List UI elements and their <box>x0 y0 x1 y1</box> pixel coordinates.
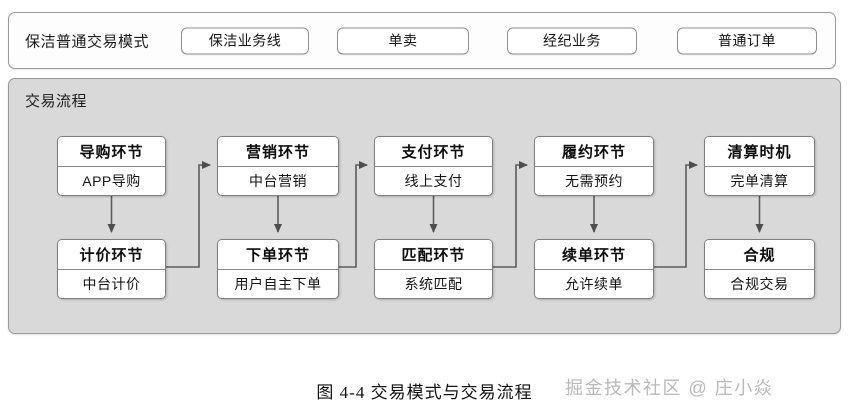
flow-node-payment[interactable]: 支付环节线上支付 <box>374 136 493 196</box>
flow-node-marketing-detail: 中台营销 <box>218 167 338 195</box>
flow-panel-title: 交易流程 <box>25 93 88 110</box>
flow-node-pricing[interactable]: 计价环节中台计价 <box>57 239 166 299</box>
flow-node-fulfilment-title: 履约环节 <box>535 137 653 167</box>
connector-matching-to-fulfilment <box>493 161 528 268</box>
mode-chip-broker-biz[interactable]: 经纪业务 <box>507 27 637 54</box>
flow-node-compliance-detail: 合规交易 <box>705 270 814 298</box>
flow-node-payment-title: 支付环节 <box>375 137 492 167</box>
flow-node-renewal-title: 续单环节 <box>535 240 653 270</box>
flow-node-payment-detail: 线上支付 <box>375 167 492 195</box>
connector-placement-to-payment <box>339 161 368 268</box>
flow-node-marketing[interactable]: 营销环节中台营销 <box>217 136 339 196</box>
figure-caption: 图 4-4 交易模式与交易流程 <box>316 383 533 402</box>
flow-node-pricing-detail: 中台计价 <box>58 270 165 298</box>
connector-renewal-to-settlement <box>654 161 698 268</box>
flow-node-settlement-detail: 完单清算 <box>705 167 814 195</box>
flow-node-matching-detail: 系统匹配 <box>375 270 492 298</box>
flow-node-settlement[interactable]: 清算时机完单清算 <box>704 136 815 196</box>
flow-node-matching[interactable]: 匹配环节系统匹配 <box>374 239 493 299</box>
mode-chip-order-type[interactable]: 普通订单 <box>677 27 817 54</box>
flow-node-placement[interactable]: 下单环节用户自主下单 <box>217 239 339 299</box>
watermark-text: 掘金技术社区 @ 庄小焱 <box>565 378 774 398</box>
flow-node-pricing-title: 计价环节 <box>58 240 165 270</box>
flow-node-matching-title: 匹配环节 <box>375 240 492 270</box>
flow-node-renewal[interactable]: 续单环节允许续单 <box>534 239 654 299</box>
mode-chip-business-line[interactable]: 保洁业务线 <box>181 27 309 54</box>
flow-node-fulfilment-detail: 无需预约 <box>535 167 653 195</box>
flow-node-marketing-title: 营销环节 <box>218 137 338 167</box>
transaction-mode-bar: 保洁普通交易模式 保洁业务线 单卖 经纪业务 普通订单 <box>8 12 836 69</box>
mode-chip-sale-type[interactable]: 单卖 <box>337 27 469 54</box>
flow-node-settlement-title: 清算时机 <box>705 137 814 167</box>
flow-node-placement-detail: 用户自主下单 <box>218 270 338 298</box>
flow-node-compliance-title: 合规 <box>705 240 814 270</box>
transaction-mode-label: 保洁普通交易模式 <box>25 33 150 50</box>
flow-node-compliance[interactable]: 合规合规交易 <box>704 239 815 299</box>
flow-node-placement-title: 下单环节 <box>218 240 338 270</box>
flow-node-guide-detail: APP导购 <box>58 167 165 195</box>
connector-pricing-to-marketing <box>166 161 211 268</box>
flow-node-fulfilment[interactable]: 履约环节无需预约 <box>534 136 654 196</box>
flow-node-renewal-detail: 允许续单 <box>535 270 653 298</box>
flow-node-guide-title: 导购环节 <box>58 137 165 167</box>
